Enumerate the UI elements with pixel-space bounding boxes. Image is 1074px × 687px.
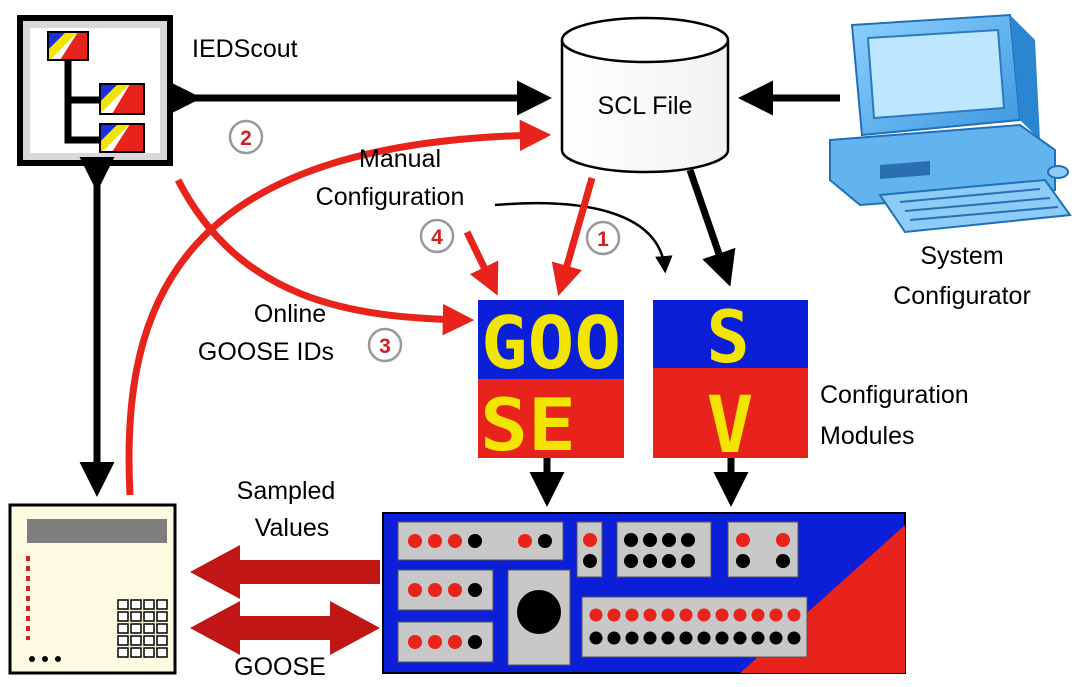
goose-module: GOO SE [478,300,624,467]
svg-text:1: 1 [597,228,609,251]
svg-text:2: 2 [240,127,252,150]
svg-text:3: 3 [379,335,391,358]
manual-configuration-label-line2: Configuration [316,183,465,211]
sv-module: S V [653,295,808,471]
online-goose-red-arrow [174,178,475,336]
goose-double-arrow [190,601,380,655]
system-configurator-label-line1: System [920,242,1003,270]
iedscout-icon [17,15,173,166]
big-module-leds-top [589,608,801,622]
badge-1: 1 [585,220,621,256]
black-arrows [79,80,840,507]
badge-3: 3 [367,327,403,363]
iedscout-label: IEDScout [192,35,298,63]
test-device-icon [8,503,177,675]
badge-4: 4 [419,218,455,254]
sv-module-bottom-text: V [707,381,754,471]
online-goose-ids-label-line2: GOOSE IDs [198,338,334,366]
manual-config-thin-arrow [494,202,673,274]
big-module-leds-bottom [589,631,801,645]
goose-module-top-text: GOO [481,301,621,385]
system-configurator-label-line2: Configurator [893,282,1031,310]
badge-2: 2 [228,119,264,155]
ied-device [382,512,906,674]
sv-module-top-text: S [706,295,749,379]
scl-sv-arrow [686,168,736,287]
manual-configuration-label-line1: Manual [359,145,441,173]
sampled-values-label-line1: Sampled [237,477,336,505]
scl-file-cylinder [560,16,730,174]
sampled-values-label-line2: Values [255,514,330,542]
red-arrows [125,119,596,496]
goose-module-bottom-text: SE [480,383,576,467]
online-goose-ids-label-line1: Online [254,300,326,328]
svg-text:4: 4 [431,226,443,249]
configuration-modules-label-line2: Modules [820,422,915,450]
configuration-modules-label-line1: Configuration [820,381,969,409]
scl-file-label: SCL File [598,92,693,120]
keypad [117,599,168,658]
device-scl-red-arrow [125,119,552,496]
scl-goose-red-arrow [551,177,596,297]
sampled-values-arrow [190,545,380,599]
goose-label: GOOSE [234,653,326,681]
manual-goose-red-arrow [463,230,499,296]
computer-icon [829,13,1072,234]
